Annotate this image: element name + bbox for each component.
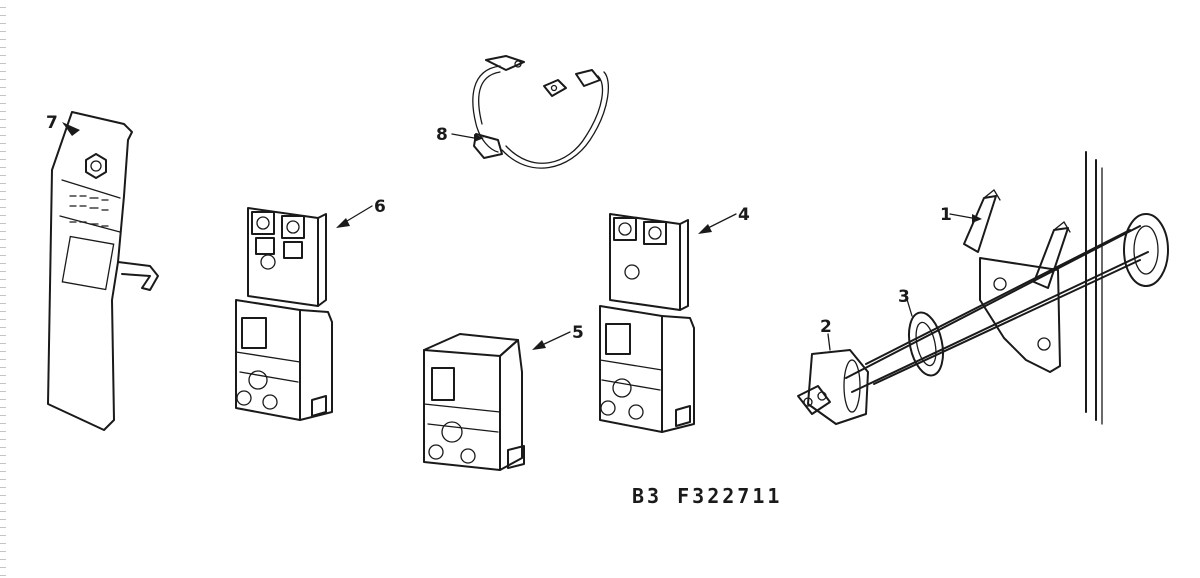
- part-5-single-thermostat: [423, 331, 571, 471]
- callout-2: 2: [820, 317, 832, 337]
- part-6-dual-thermostat: [235, 205, 373, 421]
- callout-3: 3: [898, 287, 910, 307]
- part-1-clip: [949, 189, 1071, 289]
- callout-6: 6: [374, 197, 386, 217]
- part-3-gasket: [905, 295, 945, 377]
- scan-edge: [0, 0, 6, 578]
- element-assembly: [845, 151, 1169, 425]
- catalog-code: B3 F322711: [632, 484, 783, 508]
- callout-5: 5: [572, 323, 584, 343]
- part-7-cover-bracket: [47, 111, 159, 431]
- callout-7: 7: [46, 113, 58, 133]
- callout-1: 1: [940, 205, 952, 225]
- part-4-dual-thermostat: [599, 213, 737, 433]
- callout-4: 4: [738, 205, 750, 225]
- part-8-wire-lead: [451, 55, 610, 169]
- callout-8: 8: [436, 125, 448, 145]
- part-2-element-head: [797, 333, 869, 425]
